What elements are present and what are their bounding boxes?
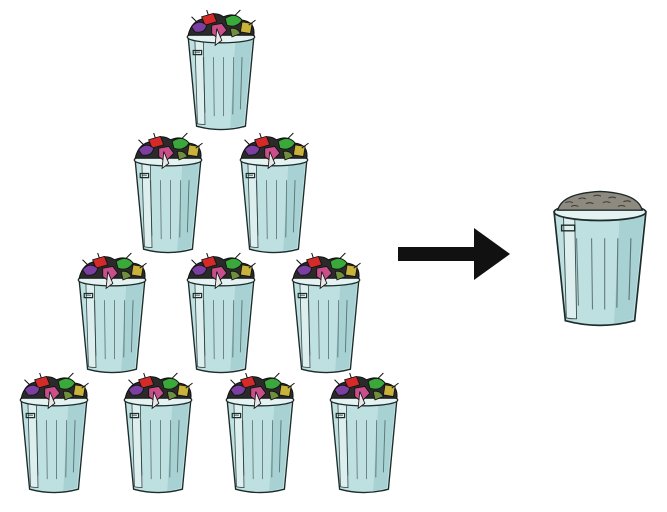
compacted-trash-can bbox=[554, 191, 646, 325]
full-trash-can-icon bbox=[124, 373, 192, 493]
compacted-trash-can-icon bbox=[554, 191, 646, 325]
full-trash-can-icon bbox=[240, 133, 308, 253]
full-trash-cans-pyramid bbox=[20, 10, 398, 493]
full-trash-can-icon bbox=[330, 373, 398, 493]
arrow-head bbox=[474, 228, 510, 280]
full-trash-can-icon bbox=[134, 133, 202, 253]
right-arrow-icon bbox=[398, 228, 510, 280]
full-trash-can-icon bbox=[226, 373, 294, 493]
full-trash-can-icon bbox=[187, 10, 255, 130]
full-trash-can-icon bbox=[20, 373, 88, 493]
full-trash-can-icon bbox=[78, 253, 146, 373]
arrow-shaft bbox=[398, 247, 478, 261]
full-trash-can-icon bbox=[187, 253, 255, 373]
full-trash-can-icon bbox=[292, 253, 360, 373]
